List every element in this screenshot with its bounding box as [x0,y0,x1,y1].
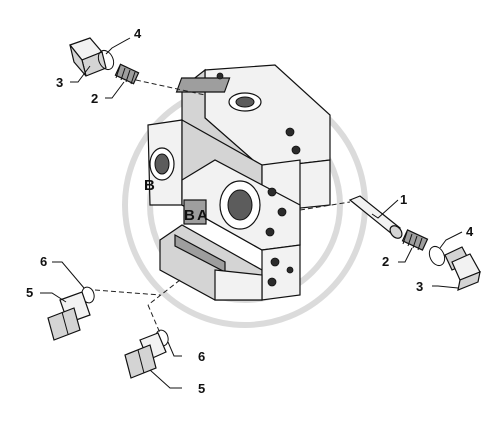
upper-port-bore [235,96,255,108]
port-a-front-bore [227,189,253,221]
mid-bolt-3 [265,227,275,237]
callout-1: 1 [400,192,407,207]
upper-bolt-2 [291,145,301,155]
callout-4-top: 4 [134,26,142,41]
spool-shaft [348,195,401,235]
o-ring-top [97,49,115,71]
lower-bolt-2 [267,277,277,287]
dash-lower-mid [147,279,181,306]
fitting-bottom [124,332,167,379]
dash-lower-bottom [147,304,161,334]
callout-6-left: 6 [40,254,47,269]
mid-bolt-1 [267,187,277,197]
callout-3-right: 3 [416,279,423,294]
callout-6-bottom: 6 [198,349,205,364]
dash-top [135,79,206,96]
callout-3-top: 3 [56,75,63,90]
block-lower-right [261,244,301,301]
leader-lines [40,37,463,389]
callouts: 4 3 2 1 4 2 3 6 5 6 5 [26,26,474,396]
face-label-b-small: B [144,177,155,194]
plug-right [444,246,481,291]
face-label-a: A [197,207,208,224]
valve-block: B B A [144,64,331,301]
plug-right-base [457,271,481,291]
dash-lower-left [94,289,161,296]
spool-pin [348,195,403,239]
mid-bolt-2 [277,207,287,217]
o-ring-right [428,245,446,267]
spool-end [389,225,403,239]
face-label-b: B [184,207,195,224]
port-b-side-bore [154,153,170,175]
lower-bolt-3 [286,266,294,274]
callout-4-right: 4 [466,224,474,239]
callout-2-right: 2 [382,254,389,269]
upper-slot [175,77,231,93]
fitting-left [47,291,91,341]
fitting-left-hex [47,307,81,341]
lower-face [214,269,263,301]
callout-2-top: 2 [91,91,98,106]
spring-top [114,63,140,85]
callout-5-bottom: 5 [198,381,205,396]
callout-5-left: 5 [26,285,33,300]
spring-right [401,229,429,251]
upper-bolt-3 [216,72,224,80]
dash-right [299,201,351,211]
lower-bolt-1 [270,257,280,267]
face-marking-plate [183,199,207,225]
plug-top-side [69,44,87,77]
plug-top [69,37,107,77]
upper-bolt-1 [285,127,295,137]
